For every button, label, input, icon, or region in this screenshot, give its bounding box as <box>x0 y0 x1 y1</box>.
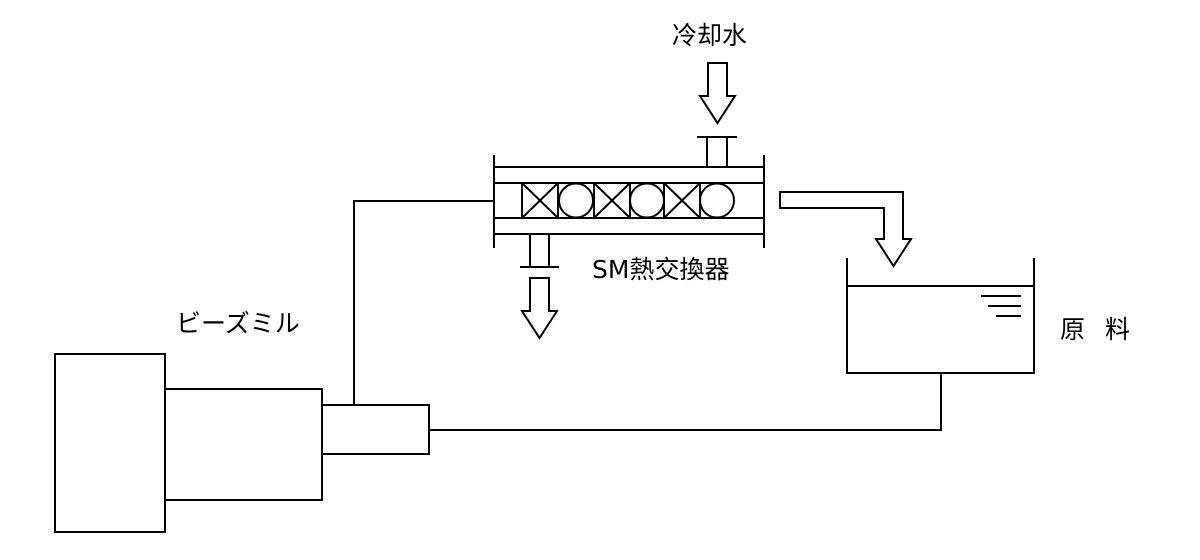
raw-material-label: 原 料 <box>1060 315 1136 344</box>
pipe-mill-to-heat-exchanger <box>354 201 494 405</box>
raw-material-tank <box>847 258 1034 373</box>
tank-body <box>847 258 1034 373</box>
mixer-o-element <box>630 184 664 218</box>
bead-mill-label: ビーズミル <box>176 309 300 338</box>
cooling-water-label: 冷却水 <box>672 21 748 50</box>
bead-mill-outlet-section <box>322 405 429 454</box>
mixer-x-element <box>522 183 558 218</box>
mixer-x-element <box>664 183 700 218</box>
mixer-o-element <box>559 184 593 218</box>
pipe-tank-to-mill <box>429 373 941 430</box>
sm-heat-exchanger <box>494 137 764 267</box>
product-return-arrow <box>780 192 911 266</box>
cooling-water-outlet-nozzle <box>520 234 559 267</box>
mixer-x-element <box>594 183 630 218</box>
bead-mill-middle-section <box>165 389 322 500</box>
cooling-water-inlet-nozzle <box>697 137 737 167</box>
bead-mill <box>55 354 429 532</box>
bead-mill-motor-body <box>55 354 165 532</box>
cooling-water-in-arrow <box>700 63 735 123</box>
mixer-o-element <box>700 184 734 218</box>
heat-exchanger-label: SM熱交換器 <box>592 255 730 284</box>
cooling-water-out-arrow <box>522 278 557 338</box>
